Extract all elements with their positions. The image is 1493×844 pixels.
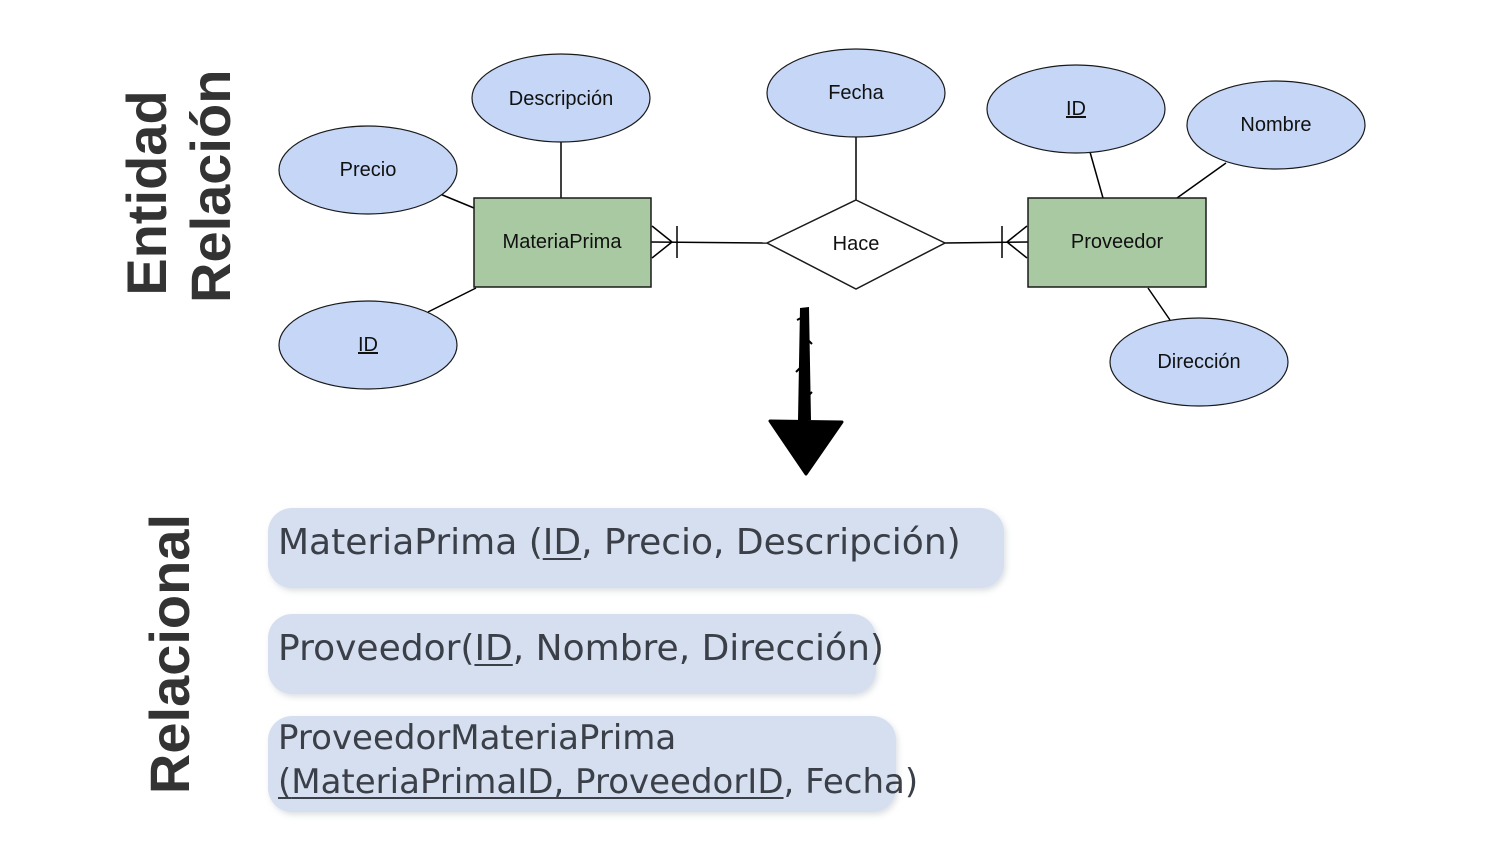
mp-id-text: ID bbox=[358, 334, 378, 356]
mp-descripcion-text: Descripción bbox=[509, 88, 613, 110]
materia-prima-primary-key: ID bbox=[542, 522, 582, 563]
fecha-text: Fecha bbox=[828, 82, 884, 104]
materia-prima-entity bbox=[473, 197, 652, 288]
relational-proveedor-materia-prima-box: ProveedorMateriaPrima (MateriaPrimaID, P… bbox=[268, 716, 918, 812]
prov-nombre-attribute bbox=[1186, 80, 1366, 170]
proveedor-entity-text: Proveedor bbox=[1071, 231, 1164, 253]
materia-prima-table-name: MateriaPrima ( bbox=[278, 522, 543, 563]
pmp-columns-line: (MateriaPrimaID, ProveedorID, Fecha) bbox=[278, 760, 918, 804]
proveedor-columns: , Nombre, Dirección) bbox=[512, 628, 884, 669]
proveedor-table-line: Proveedor(ID, Nombre, Dirección) bbox=[278, 628, 884, 669]
prov-direccion-attribute bbox=[1109, 317, 1289, 407]
materia-prima-entity-text: MateriaPrima bbox=[503, 231, 623, 253]
proveedor-table-name: Proveedor( bbox=[278, 628, 475, 669]
prov-id-attribute bbox=[986, 64, 1166, 154]
er-diagram: Descripción Precio ID Fecha ID Nombre Di… bbox=[278, 48, 1366, 476]
pmp-primary-key: MateriaPrimaID, ProveedorID bbox=[291, 762, 784, 802]
hace-relationship bbox=[765, 199, 947, 290]
prov-direccion-link bbox=[1147, 287, 1171, 321]
relational-proveedor-box: Proveedor(ID, Nombre, Dirección) bbox=[268, 614, 884, 694]
prov-direccion-text: Dirección bbox=[1157, 351, 1240, 373]
mp-crowfoot-bottom bbox=[651, 241, 673, 259]
relational-label-text: Relacional bbox=[138, 513, 201, 795]
arrow-head bbox=[768, 419, 844, 476]
arrow-shaft-rough bbox=[795, 317, 813, 397]
materia-prima-columns: , Precio, Descripción) bbox=[581, 522, 961, 563]
prov-id-link bbox=[1089, 151, 1104, 199]
mp-crowfoot-top bbox=[651, 225, 673, 243]
relational-model-label: Relacional bbox=[134, 504, 206, 804]
mp-descripcion-attribute bbox=[471, 53, 651, 143]
hace-relationship-text: Hace bbox=[833, 233, 880, 255]
proveedor-primary-key: ID bbox=[474, 628, 513, 669]
pmp-table-name: ProveedorMateriaPrima bbox=[278, 718, 677, 758]
prov-crowfoot-bottom bbox=[1006, 241, 1028, 259]
mp-id-attribute bbox=[278, 300, 458, 390]
relational-materia-prima-box: MateriaPrima (ID, Precio, Descripción) bbox=[268, 508, 1004, 588]
hace-prov-link bbox=[944, 241, 1029, 244]
pmp-open-paren: ( bbox=[278, 762, 292, 802]
transform-arrow bbox=[768, 307, 844, 476]
proveedor-entity bbox=[1027, 197, 1207, 288]
prov-nombre-link bbox=[1176, 162, 1227, 199]
arrow-shaft bbox=[798, 307, 811, 420]
mp-precio-text: Precio bbox=[340, 159, 397, 181]
pmp-columns: , Fecha) bbox=[783, 762, 919, 802]
prov-nombre-text: Nombre bbox=[1240, 114, 1311, 136]
mp-hace-link bbox=[650, 241, 768, 244]
fecha-attribute bbox=[766, 48, 946, 138]
materia-prima-table-line: MateriaPrima (ID, Precio, Descripción) bbox=[278, 522, 961, 563]
prov-id-text: ID bbox=[1066, 98, 1086, 120]
mp-precio-link bbox=[439, 193, 475, 209]
prov-crowfoot-top bbox=[1006, 225, 1028, 243]
mp-id-link bbox=[427, 287, 477, 313]
mp-precio-attribute bbox=[278, 125, 458, 215]
